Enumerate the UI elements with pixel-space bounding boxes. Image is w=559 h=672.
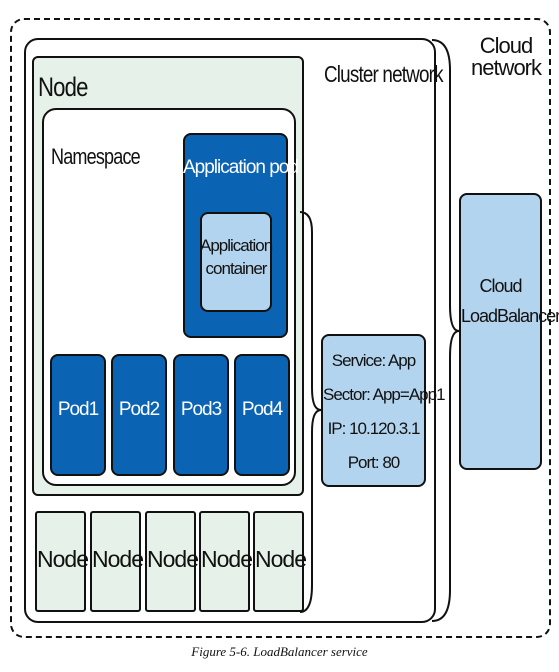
namespace-label: Namespace bbox=[51, 144, 141, 169]
node-group-brace bbox=[299, 211, 322, 613]
figure-caption: Figure 5-6. LoadBalancer service bbox=[191, 644, 368, 659]
pod-1: Pod1 bbox=[50, 354, 106, 476]
cloud-network-label: Cloud network bbox=[466, 35, 546, 79]
pod-2: Pod2 bbox=[111, 354, 167, 476]
cloud-network-label-line2: network bbox=[470, 55, 542, 80]
service-selector: Sector: App=App1 bbox=[323, 385, 446, 404]
cloud-loadbalancer-label: Cloud LoadBalancer bbox=[461, 271, 559, 331]
application-container bbox=[200, 212, 272, 312]
application-container-label: Application container bbox=[200, 234, 273, 280]
node-small-3-label: Node bbox=[147, 546, 199, 572]
service-box: Service: App Sector: App=App1 IP: 10.120… bbox=[321, 334, 446, 487]
cloud-loadbalancer-label-line1: Cloud bbox=[479, 276, 522, 296]
cloud-loadbalancer-label-line2: LoadBalancer bbox=[461, 306, 559, 326]
cloud-network-label-line1: Cloud bbox=[479, 33, 533, 58]
node-small-4: Node bbox=[199, 511, 253, 612]
application-container-label-line2: container bbox=[205, 259, 268, 278]
pod-2-label: Pod2 bbox=[118, 399, 160, 420]
service-name: Service: App bbox=[331, 351, 416, 370]
node-small-5: Node bbox=[253, 511, 307, 612]
pod-3: Pod3 bbox=[173, 354, 229, 476]
cluster-network-label: Cluster network bbox=[324, 61, 444, 87]
node-small-3: Node bbox=[145, 511, 199, 612]
service-details: Service: App Sector: App=App1 IP: 10.120… bbox=[323, 344, 446, 480]
pod-4-label: Pod4 bbox=[241, 399, 283, 420]
pod-1-label: Pod1 bbox=[57, 399, 99, 420]
node-label: Node bbox=[38, 72, 88, 102]
node-small-2: Node bbox=[90, 511, 144, 612]
cloud-network-boundary bbox=[10, 18, 551, 638]
cloud-loadbalancer-box: Cloud LoadBalancer bbox=[459, 193, 559, 470]
node-small-1-label: Node bbox=[37, 546, 89, 572]
service-ip: IP: 10.120.3.1 bbox=[327, 419, 421, 438]
pod-4: Pod4 bbox=[234, 354, 290, 476]
application-pod-label: Application pod bbox=[183, 157, 299, 178]
node-small-1: Node bbox=[35, 511, 89, 612]
node-small-5-label: Node bbox=[255, 546, 307, 572]
pod-3-label: Pod3 bbox=[180, 399, 222, 420]
cluster-brace bbox=[431, 39, 460, 622]
application-container-label-line1: Application bbox=[200, 236, 273, 255]
service-port: Port: 80 bbox=[347, 453, 401, 472]
node-small-2-label: Node bbox=[92, 546, 144, 572]
node-small-4-label: Node bbox=[201, 546, 253, 572]
